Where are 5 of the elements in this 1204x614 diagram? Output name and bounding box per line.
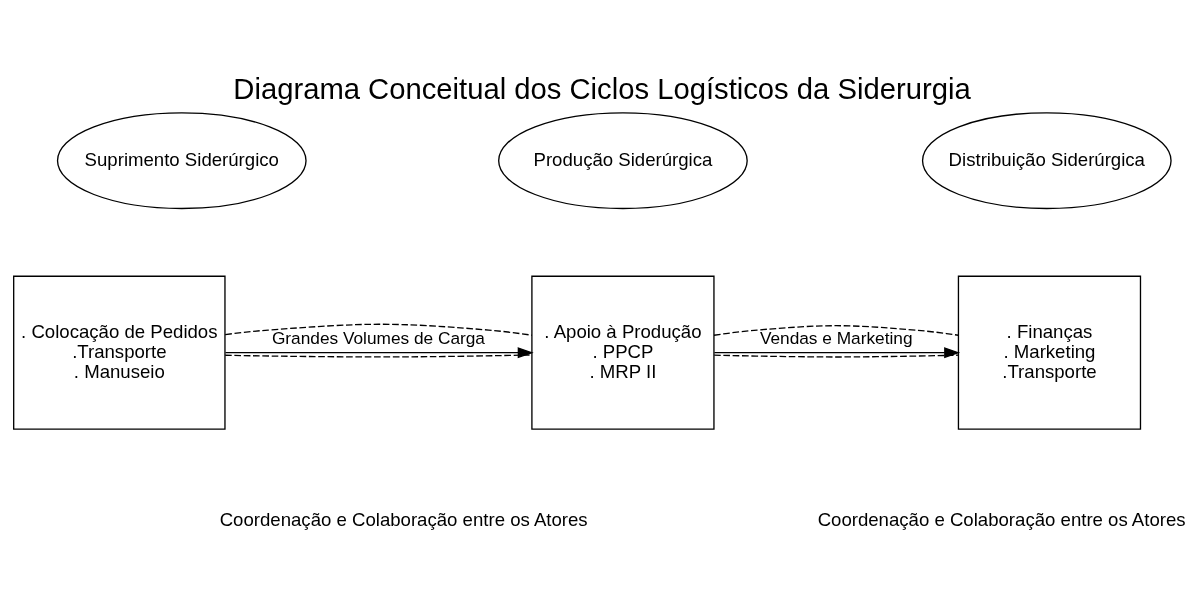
edge-label: Grandes Volumes de Carga <box>271 327 485 348</box>
edge-label: Vendas e Marketing <box>759 327 913 348</box>
label: Coordenação e Colaboração entre os Atores <box>219 508 588 530</box>
diagram-title: Diagrama Conceitual dos Ciclos Logísticos da Siderurgia <box>233 72 971 105</box>
label: Coordenação e Colaboração entre os Atores <box>817 508 1186 530</box>
